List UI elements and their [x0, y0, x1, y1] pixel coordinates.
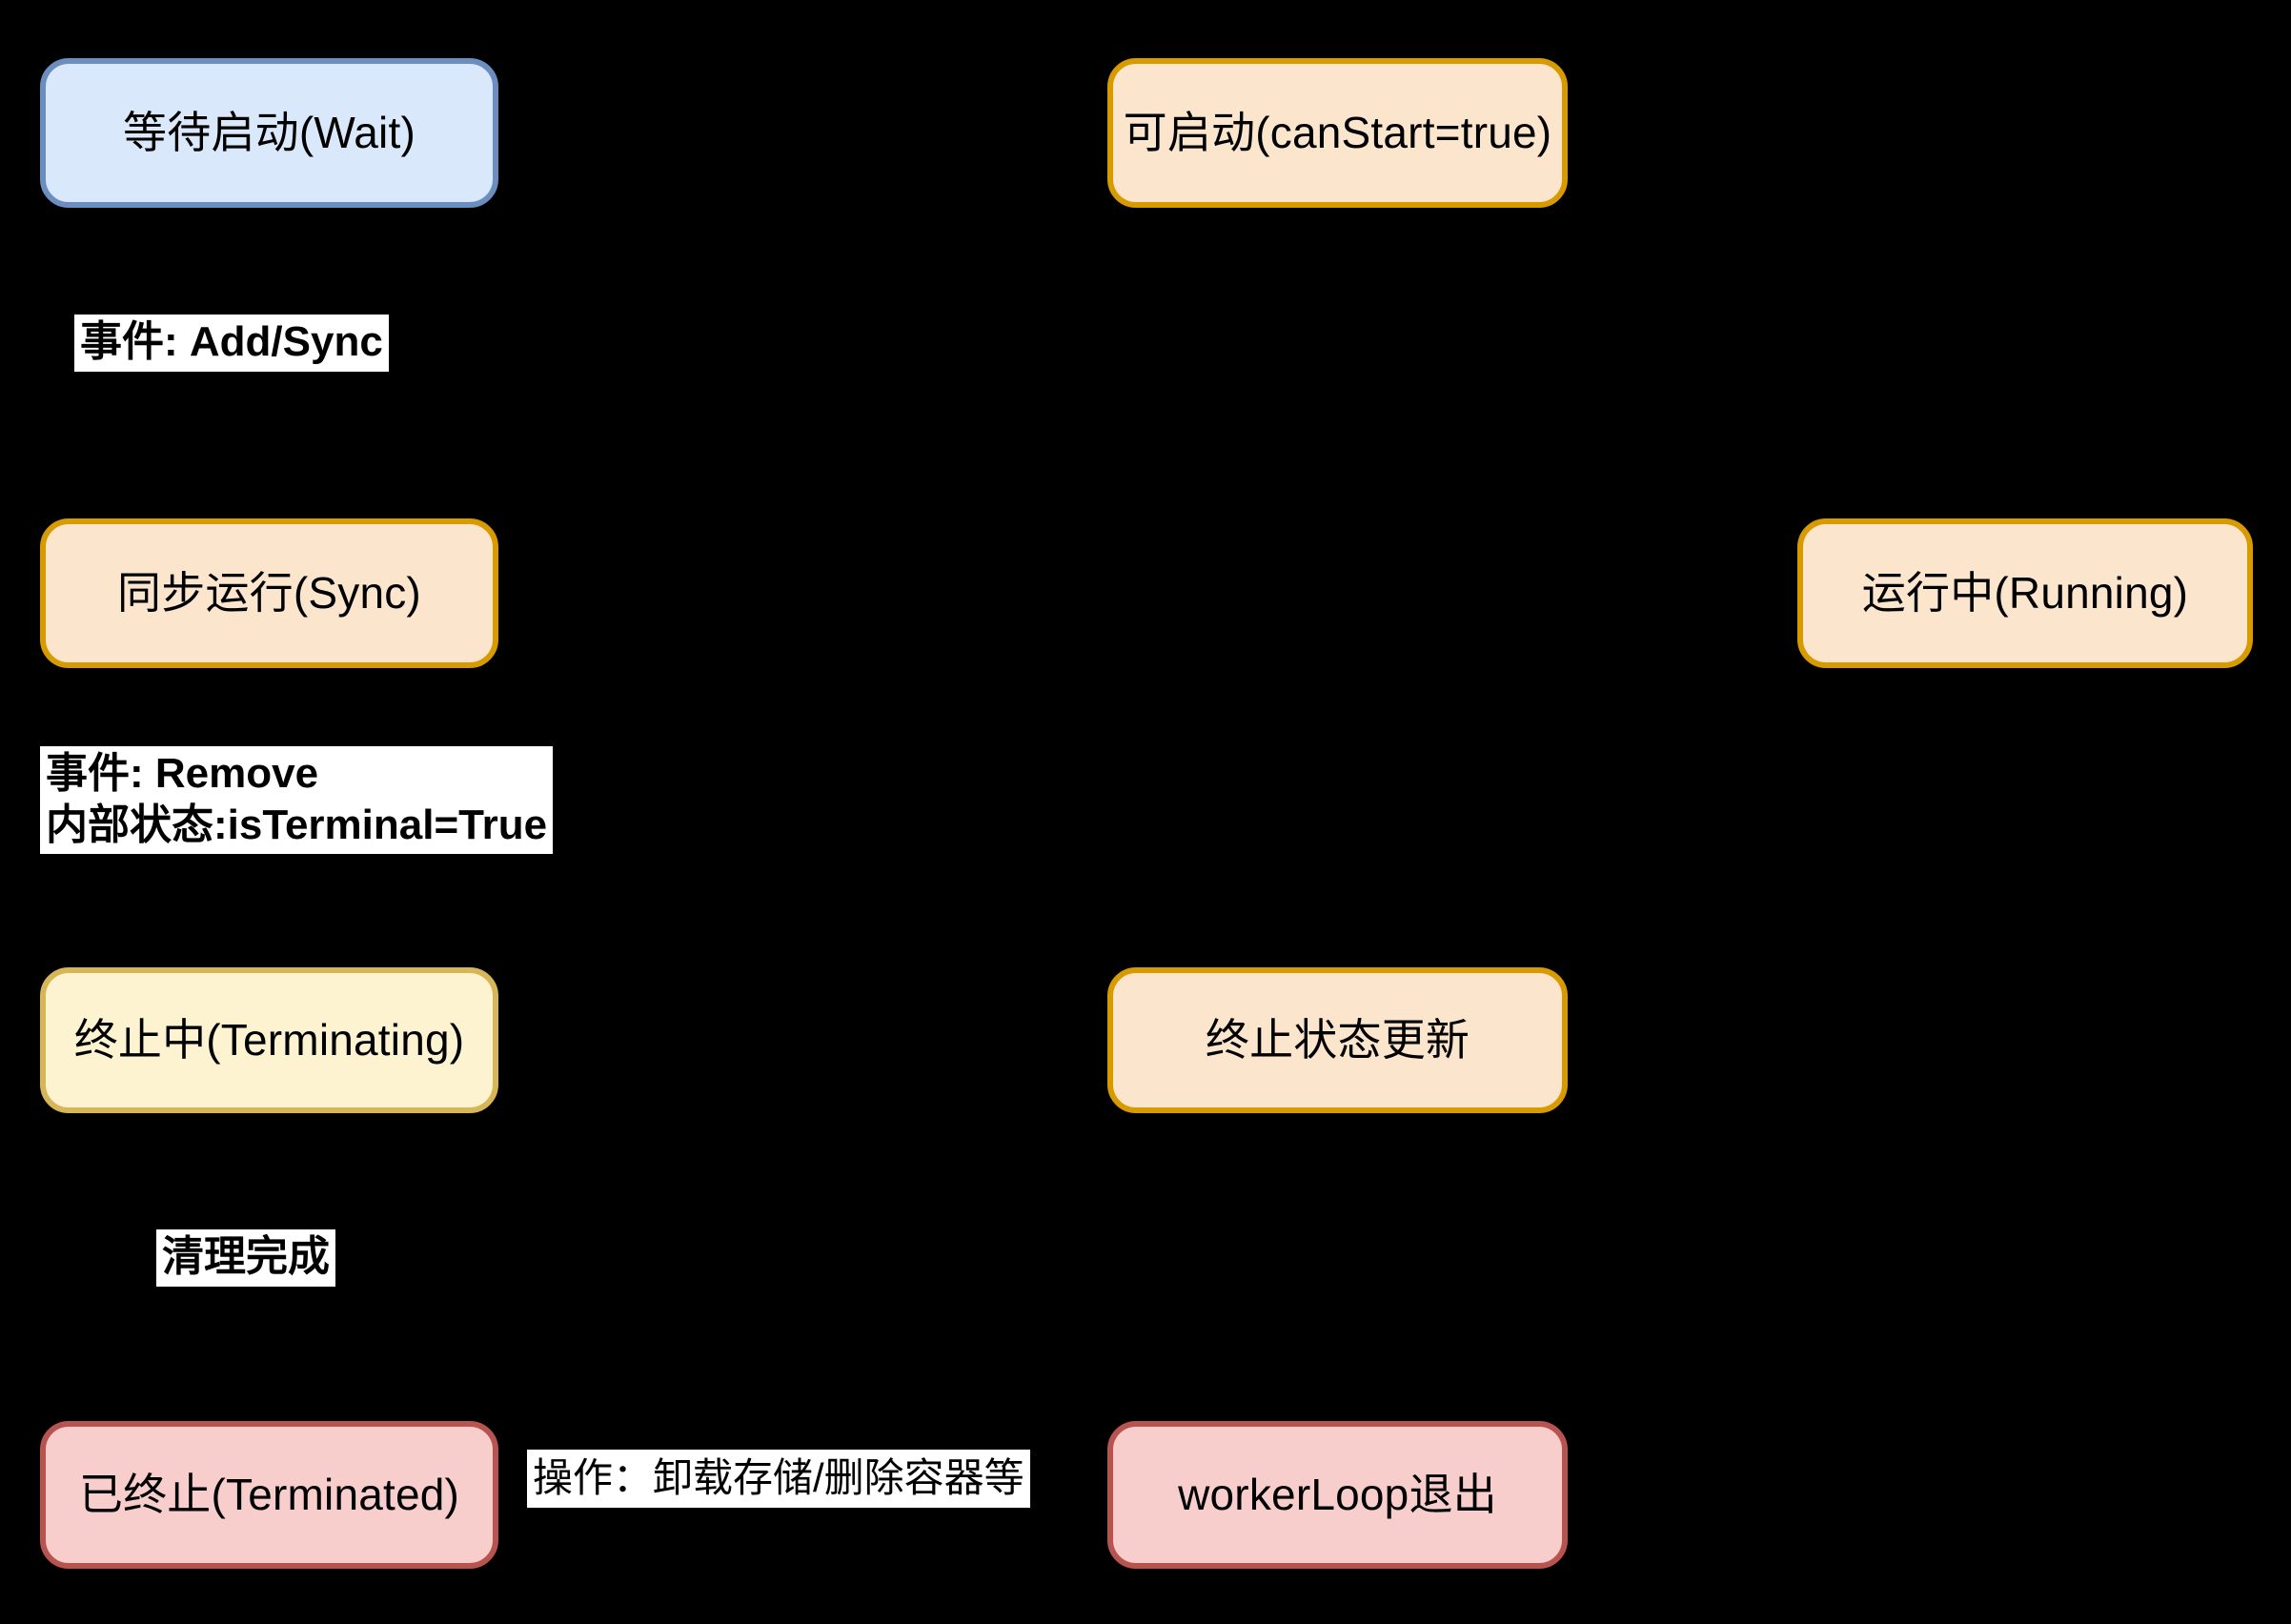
node-terminated[interactable]: 已终止(Terminated) — [40, 1421, 498, 1569]
node-wait-label: 等待启动(Wait) — [123, 108, 416, 158]
node-running[interactable]: 运行中(Running) — [1797, 518, 2253, 668]
node-sync[interactable]: 同步运行(Sync) — [40, 518, 498, 668]
node-can-start[interactable]: 可启动(canStart=true) — [1107, 58, 1568, 208]
node-worker-exit[interactable]: workerLoop退出 — [1107, 1421, 1568, 1569]
node-terminated-label: 已终止(Terminated) — [78, 1470, 460, 1520]
node-terminating-label: 终止中(Terminating) — [73, 1015, 465, 1066]
node-sync-label: 同步运行(Sync) — [117, 568, 421, 619]
node-terminating[interactable]: 终止中(Terminating) — [40, 967, 498, 1113]
node-worker-exit-label: workerLoop退出 — [1178, 1470, 1497, 1520]
edge-label-cleanup-done: 清理完成 — [156, 1229, 335, 1287]
edge-label-add-sync: 事件: Add/Sync — [74, 315, 389, 372]
node-wait[interactable]: 等待启动(Wait) — [40, 58, 498, 208]
edge-label-cleanup-actions: 操作：卸载存储/删除容器等 — [527, 1450, 1030, 1509]
node-can-start-label: 可启动(canStart=true) — [1123, 108, 1552, 158]
node-terminal-update-label: 终止状态更新 — [1205, 1015, 1470, 1066]
node-terminal-update[interactable]: 终止状态更新 — [1107, 967, 1568, 1113]
edge-label-remove: 事件: Remove 内部状态:isTerminal=True — [40, 746, 554, 855]
node-running-label: 运行中(Running) — [1861, 568, 2189, 619]
